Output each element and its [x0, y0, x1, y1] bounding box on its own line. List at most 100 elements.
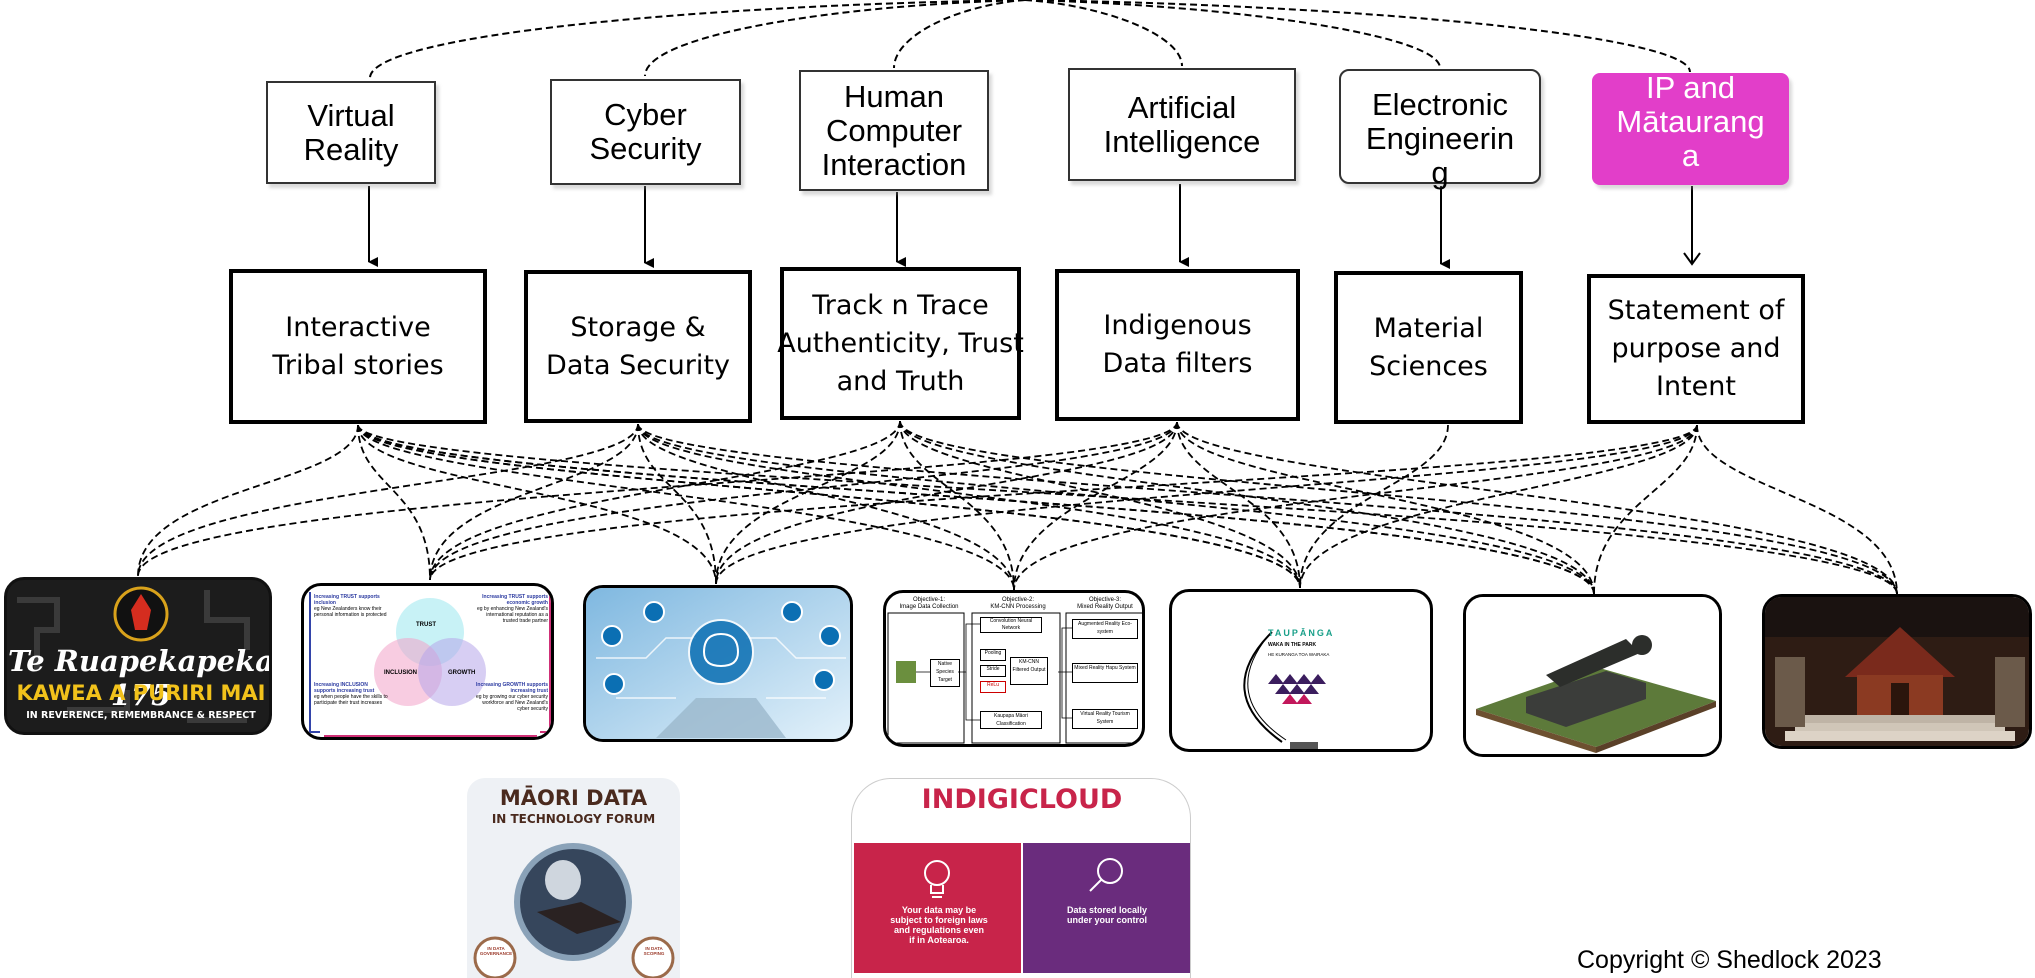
node-human-computer-interaction: Human Computer Interaction: [799, 70, 989, 191]
mid-connector-1-0-0: [137, 423, 639, 577]
obj3-sub: Mixed Reality Output: [1077, 604, 1133, 610]
node-label: Cyber Security: [589, 97, 702, 166]
mid-connector-0-5-8: [357, 424, 1595, 595]
mid-connector-5-5-4: [1593, 424, 1698, 595]
forum-line2: IN TECHNOLOGY FORUM: [491, 812, 656, 826]
ruapekapeka-caption: IN REVERENCE, REMEMBRANCE & RESPECT: [26, 710, 256, 721]
mid-connector-0-6-6: [357, 424, 1898, 595]
ruapekapeka-title: Te Ruapekapeka 175: [8, 644, 272, 712]
mid-connector-2-4-3: [899, 420, 1301, 589]
mid-connector-3-5-5: [1176, 421, 1595, 595]
flow-pool: Pooling: [980, 649, 1006, 661]
forum-right-badge: IN DATA SCOPING: [643, 946, 665, 956]
node-label: IP and Mātaurang a: [1616, 70, 1765, 173]
taupanga-title: TAUPĀNGA: [1268, 628, 1335, 638]
obj3: Objective-3:: [1088, 597, 1121, 603]
image-indigicloud: INDIGICLOUD Your data may be subject to …: [851, 778, 1191, 978]
obj2: Objective-2:: [1001, 597, 1034, 603]
node-cyber-security: Cyber Security: [550, 79, 741, 185]
taupanga-line1: WAKA IN THE PARK: [1268, 642, 1317, 648]
node-material-sciences: Material Sciences: [1334, 271, 1523, 424]
venn-br-head: Increasing GROWTH supports increasing tr…: [476, 682, 548, 694]
node-label: Interactive Tribal stories: [272, 311, 444, 381]
node-track-n-trace: Track n Trace Authenticity, Trust and Tr…: [777, 267, 1024, 420]
node-label: Statement of purpose and Intent: [1607, 295, 1785, 402]
flow-vrt: Virtual Reality Tourism System: [1072, 709, 1138, 729]
mid-connector-1-5-5: [637, 423, 1595, 595]
mid-connector-5-3-2: [1013, 424, 1698, 591]
node-artificial-intelligence: Artificial Intelligence: [1068, 68, 1296, 181]
node-label: Storage & Data Security: [546, 311, 730, 381]
forum-left-badge: IN DATA GOVERNANCE: [479, 946, 513, 956]
mid-connector-0-3-3: [357, 424, 1015, 591]
mid-connector-5-6-5: [1696, 424, 1898, 595]
image-wharenui: [1762, 594, 2032, 749]
obj1: Objective-1:: [912, 597, 945, 603]
image-kmcnn-flow: Objective-1:Image Data Collection Object…: [883, 590, 1145, 747]
mid-connector-5-4-3: [1299, 424, 1698, 589]
node-label: Human Computer Interaction: [821, 78, 967, 182]
magnifier-icon: [1089, 858, 1123, 892]
flow-stride: Stride: [980, 665, 1006, 677]
mid-connector-5-1-0: [429, 424, 1698, 581]
flow-conv: Convolution Neural Network: [980, 617, 1042, 633]
flow-mr: Mixed Reality Hapu System: [1072, 663, 1138, 683]
node-ip-matauranga: IP and Mātaurang a: [1592, 70, 1789, 185]
flow-kaupapa: Kaupapa Māori Classification: [980, 711, 1042, 729]
mid-connector-1-3-3: [637, 423, 1015, 591]
forum-line1: MĀORI DATA: [499, 786, 648, 810]
node-virtual-reality: Virtual Reality: [266, 81, 436, 184]
image-digital-brain: [583, 585, 853, 742]
node-label: Artificial Intelligence: [1103, 89, 1261, 159]
flow-objective-2: Objective-2:KM-CNN Processing: [978, 597, 1058, 611]
mid-connector-3-6-6: [1176, 421, 1898, 595]
mid-connector-0-0-0: [137, 424, 359, 577]
mid-connector-1-2-2: [637, 423, 717, 585]
indigicloud-icons: [924, 858, 1123, 898]
mid-connector-4-4-0: [1299, 424, 1449, 589]
node-interactive-tribal-stories: Interactive Tribal stories: [229, 269, 487, 424]
mid-connector-2-6-5: [899, 420, 1898, 595]
indigicloud-title: INDIGICLOUD: [921, 784, 1123, 815]
image-maori-data-forum: MĀORI DATA IN TECHNOLOGY FORUM IN DATA G…: [467, 778, 680, 978]
flow-objective-3: Objective-3:Mixed Reality Output: [1066, 597, 1142, 611]
venn-growth-label: GROWTH: [448, 670, 476, 676]
mid-connector-5-2-1: [715, 424, 1698, 585]
lightbulb-icon: [924, 860, 950, 898]
venn-br-body: eg by growing our cyber security workfor…: [476, 694, 548, 712]
mid-connector-3-0-0: [137, 421, 1178, 577]
digital-brain-illustration: [586, 588, 850, 739]
flow-kmcnn: KM-CNN Filtered Output: [1010, 657, 1048, 685]
venn-inclusion-label: INCLUSION: [384, 670, 417, 676]
mid-connector-3-1-1: [429, 421, 1178, 581]
node-label: Indigenous Data filters: [1102, 310, 1253, 379]
mid-connector-2-1-0: [429, 420, 901, 581]
mid-connector-0-4-4: [357, 424, 1301, 589]
image-taupanga: TAUPĀNGA WAKA IN THE PARK HE KURANGA TOA…: [1169, 589, 1433, 752]
image-te-ruapekapeka: Te Ruapekapeka 175 KAWEA A PURIRI MAI IN…: [4, 577, 272, 735]
pattern-background: [17, 586, 250, 723]
node-label: Track n Trace Authenticity, Trust and Tr…: [777, 289, 1024, 397]
node-storage-data-security: Storage & Data Security: [524, 270, 752, 423]
mid-connector-3-3-3: [1013, 421, 1178, 591]
node-electronic-engineering: Electronic Engineerin g: [1339, 69, 1541, 189]
flow-ar: Augmented Reality Eco-system: [1072, 619, 1138, 639]
node-indigenous-data-filters: Indigenous Data filters: [1055, 269, 1300, 421]
node-label: Electronic Engineerin g: [1365, 86, 1515, 190]
top-connector-1: [644, 0, 1026, 77]
flow-connectors: [887, 612, 1142, 744]
venn-tr-head: Increasing TRUST supports economic growt…: [482, 594, 548, 606]
venn-tl-head: Increasing TRUST supports inclusion: [314, 594, 380, 606]
venn-bl-body: eg when people have the skills to partic…: [314, 694, 388, 706]
indigicloud-left-panel: [854, 843, 1021, 973]
wharenui-illustration: [1765, 597, 2029, 746]
image-trust-inclusion-growth: TRUST INCLUSION GROWTH Increasing TRUST …: [301, 583, 554, 740]
node-label: Virtual Reality: [303, 97, 399, 167]
top-connector-2: [893, 0, 1026, 69]
taupanga-line2: HE KURANGA TOA WAIRAKA: [1268, 652, 1330, 657]
cannon-illustration: [1466, 597, 1719, 754]
indigicloud-right-panel: [1023, 843, 1190, 973]
venn-tl-body: eg New Zealanders know their personal in…: [314, 606, 387, 618]
top-connector-4: [1024, 0, 1441, 69]
